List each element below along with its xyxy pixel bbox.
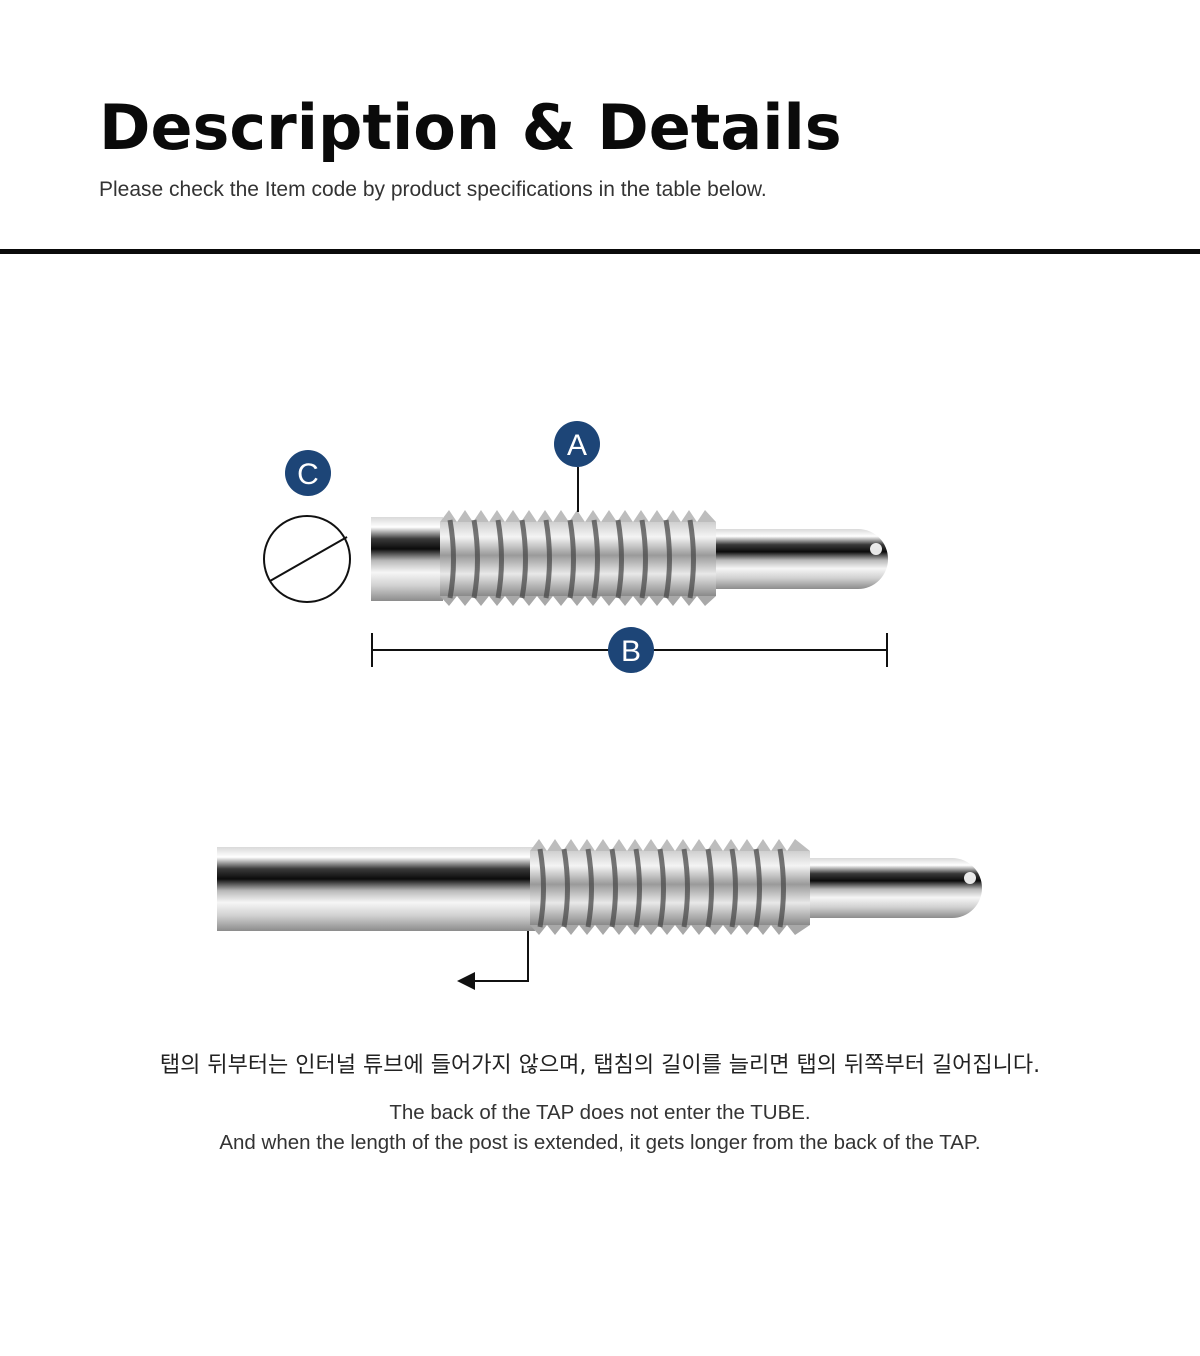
page-subtitle: Please check the Item code by product sp… [99, 178, 767, 201]
caption-english-line1: The back of the TAP does not enter the T… [389, 1101, 811, 1124]
tap-thread-extended [530, 839, 810, 935]
label-c-text: C [297, 458, 319, 491]
tip-highlight-extended [964, 872, 976, 884]
label-a-text: A [567, 429, 587, 462]
label-c-badge: C [285, 450, 331, 496]
caption-english-line2: And when the length of the post is exten… [219, 1131, 981, 1154]
label-b-badge: B [608, 627, 654, 673]
label-b-text: B [621, 635, 641, 668]
tap-extended-post [810, 858, 982, 918]
caption-korean: 탭의 뒤부터는 인터널 튜브에 들어가지 않으며, 탭침의 길이를 늘리면 탭의… [159, 1053, 1041, 1078]
diameter-circle-icon [263, 515, 351, 603]
tap-illustration-extended [217, 839, 982, 990]
tap-thread [440, 510, 716, 606]
extension-arrow-icon [457, 931, 529, 990]
page-title: Description & Details [99, 91, 842, 164]
label-a-badge: A [554, 421, 600, 467]
tap-front-post [716, 529, 888, 589]
tap-extended-shank [217, 847, 535, 931]
tap-illustration-top: A C B [263, 421, 888, 673]
header-divider [0, 249, 1200, 254]
tap-back-shank [371, 517, 443, 601]
tip-highlight [870, 543, 882, 555]
